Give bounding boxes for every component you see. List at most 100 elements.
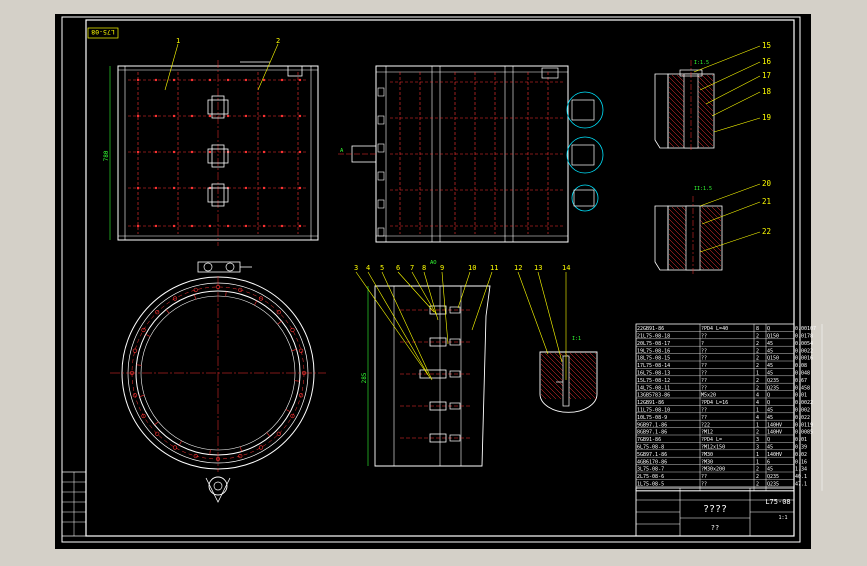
bom-cell-mat: 45: [767, 341, 773, 347]
hole-mark: [155, 225, 157, 227]
bom-cell-code: 7GB91-86: [637, 437, 661, 443]
bom-cell-wt: 47.1: [795, 482, 807, 488]
bom-cell-qty: 2: [756, 385, 759, 391]
detail-label-3: I:1: [572, 336, 581, 342]
code-tag-top-left: L75-08: [88, 28, 118, 38]
hole-mark: [227, 115, 229, 117]
balloon-12: 12: [514, 264, 522, 272]
bom-cell-qty: 3: [756, 437, 759, 443]
bom-cell-wt: 0.002: [795, 408, 810, 414]
bom-cell-qty: 3: [756, 445, 759, 451]
bom-cell-wt: 0.0022: [795, 348, 813, 354]
bom-cell-wt: 0.01: [795, 393, 807, 399]
bom-cell-name: ?M30: [701, 452, 713, 458]
hole-mark: [299, 115, 301, 117]
bom-cell-name: ?PD4 L=: [701, 437, 722, 443]
hole-mark: [173, 151, 175, 153]
hole-mark: [191, 225, 193, 227]
bom-cell-wt: 0.00107: [795, 326, 816, 332]
bom-cell-wt: 0.0119: [795, 422, 813, 428]
bom-cell-code: 10L75-08-9: [637, 415, 667, 421]
hole-mark: [173, 187, 175, 189]
hole-mark: [245, 225, 247, 227]
bom-cell-mat: Q235: [767, 482, 779, 488]
hole-mark: [209, 115, 211, 117]
bom-cell-qty: 2: [756, 482, 759, 488]
bom-cell-wt: 0.39: [795, 445, 807, 451]
bom-cell-code: 2L75-08-6: [637, 474, 664, 480]
bom-cell-name: ??: [701, 385, 707, 391]
balloon-6: 6: [396, 264, 400, 272]
hole-mark: [299, 187, 301, 189]
bom-cell-qty: 1: [756, 408, 759, 414]
bom-cell-wt: 0.022: [795, 415, 810, 421]
hole-mark: [245, 115, 247, 117]
bom-cell-qty: 2: [756, 378, 759, 384]
bom-cell-mat: Q: [767, 400, 770, 406]
hole-mark: [227, 225, 229, 227]
bom-cell-name: ?M12: [701, 430, 713, 436]
bom-cell-qty: 4: [756, 393, 759, 399]
bom-cell-mat: Q150: [767, 356, 779, 362]
bom-cell-code: 18L75-08-15: [637, 356, 670, 362]
hole-mark: [191, 115, 193, 117]
bom-cell-name: ??: [701, 482, 707, 488]
bom-cell-mat: 45: [767, 445, 773, 451]
arrow-mark: AO: [430, 260, 437, 266]
bom-cell-name: ??: [701, 348, 707, 354]
hole-mark: [155, 187, 157, 189]
height-dimension-bottom: 285: [361, 372, 368, 383]
hole-mark: [137, 115, 139, 117]
hole-mark: [299, 151, 301, 153]
hole-mark: [263, 115, 265, 117]
bom-cell-name: ?M30: [701, 459, 713, 465]
bom-cell-name: ??: [701, 371, 707, 377]
balloon-7: 7: [410, 264, 414, 272]
hole-mark: [191, 79, 193, 81]
hole-mark: [245, 187, 247, 189]
bom-cell-name: ??: [701, 356, 707, 362]
hole-mark: [173, 225, 175, 227]
hole-mark: [173, 79, 175, 81]
bom-cell-mat: 45: [767, 467, 773, 473]
bom-cell-mat: Q: [767, 326, 770, 332]
bom-cell-name: ??: [701, 363, 707, 369]
bom-cell-mat: Q235: [767, 385, 779, 391]
bom-cell-wt: 1.34: [795, 467, 807, 473]
hole-mark: [281, 187, 283, 189]
bom-cell-name: ??: [701, 415, 707, 421]
bom-cell-wt: 0.458: [795, 385, 810, 391]
hole-mark: [209, 151, 211, 153]
hole-mark: [263, 79, 265, 81]
bom-cell-qty: 2: [756, 363, 759, 369]
bom-cell-mat: Q235: [767, 378, 779, 384]
balloon-20: 20: [762, 179, 772, 188]
bom-cell-qty: 2: [756, 356, 759, 362]
bom-cell-mat: 140HV: [767, 422, 782, 428]
bom-cell-mat: Q: [767, 437, 770, 443]
bom-cell-code: 21L75-08-18: [637, 334, 670, 340]
bom-cell-qty: 1: [756, 459, 759, 465]
balloon-17: 17: [762, 71, 771, 80]
hole-mark: [281, 79, 283, 81]
bom-cell-qty: 1: [756, 422, 759, 428]
bom-cell-wt: 40.1: [795, 474, 807, 480]
bom-cell-code: 8GB97.1-86: [637, 430, 667, 436]
bom-cell-code: 19L75-08-16: [637, 348, 670, 354]
hole-mark: [209, 225, 211, 227]
detail-label-2: II:1.5: [694, 186, 712, 192]
bom-cell-mat: Q: [767, 393, 770, 399]
bom-cell-qty: 2: [756, 467, 759, 473]
hole-mark: [155, 79, 157, 81]
bom-cell-qty: 1: [756, 452, 759, 458]
hole-mark: [191, 151, 193, 153]
bom-cell-wt: 0.16: [795, 459, 807, 465]
balloon-21: 21: [762, 197, 771, 206]
balloon-16: 16: [762, 57, 772, 66]
balloon-2: 2: [276, 37, 280, 45]
hole-mark: [299, 225, 301, 227]
bom-cell-mat: 140HV: [767, 452, 782, 458]
bom-cell-code: 9GB97.1-86: [637, 422, 667, 428]
